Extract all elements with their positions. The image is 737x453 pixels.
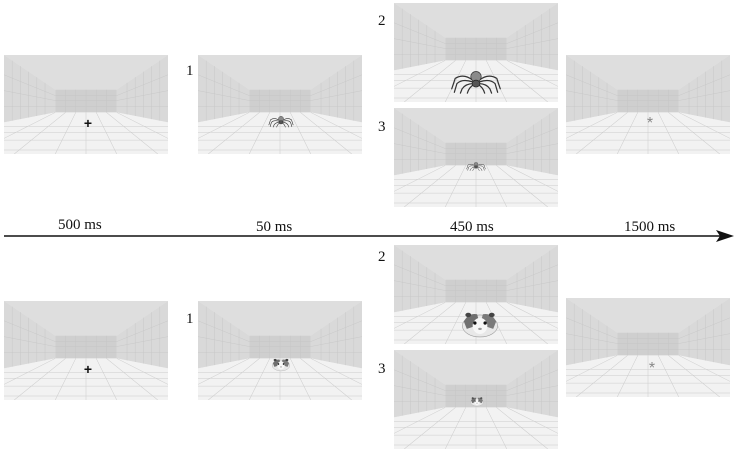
stimulus-frame-bottom-3: [394, 350, 558, 449]
room-icon: [4, 55, 168, 154]
fixation-frame-bottom: +: [4, 301, 168, 400]
spider-icon: [450, 59, 502, 102]
stimulus-frame-top-1: [198, 55, 362, 154]
option-number: 3: [378, 119, 386, 135]
duration-label-2: 50 ms: [256, 219, 293, 235]
option-number: 3: [378, 361, 386, 377]
option-number: 2: [378, 13, 386, 29]
option-number: 2: [378, 249, 386, 265]
mask-frame-bottom: *: [566, 298, 730, 397]
fixation-cross: +: [83, 361, 93, 377]
stimulus-frame-top-3: [394, 108, 558, 207]
guinea-pig-icon: [458, 305, 502, 341]
mask-asterisk: *: [648, 360, 656, 377]
stimulus-frame-bottom-2: [394, 245, 558, 344]
guinea-pig-icon: [270, 354, 292, 374]
room-icon: [198, 55, 362, 154]
option-number: 1: [186, 311, 194, 327]
fixation-cross: +: [83, 115, 93, 131]
fixation-frame-top: +: [4, 55, 168, 154]
mask-frame-top: *: [566, 55, 730, 154]
stimulus-frame-bottom-1: [198, 301, 362, 400]
room-icon: [4, 301, 168, 400]
duration-label-4: 1500 ms: [624, 219, 676, 235]
spider-icon: [268, 109, 294, 133]
duration-label-1: 500 ms: [58, 217, 102, 233]
room-icon: [566, 55, 730, 154]
option-number: 1: [186, 63, 194, 79]
stimulus-frame-top-2: [394, 3, 558, 102]
room-icon: [198, 301, 362, 400]
guinea-pig-icon: [469, 393, 485, 409]
mask-asterisk: *: [646, 115, 654, 132]
spider-icon: [466, 158, 486, 174]
duration-label-3: 450 ms: [450, 219, 494, 235]
timeline-arrow: [4, 230, 734, 242]
room-icon: [566, 298, 730, 397]
